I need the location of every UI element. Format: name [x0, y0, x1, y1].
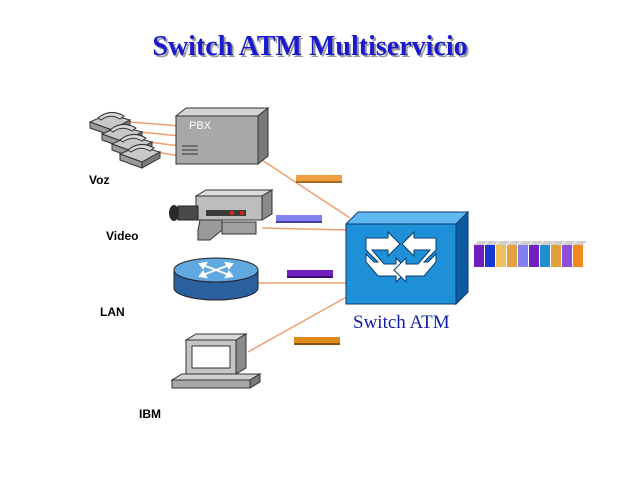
stream-cell [573, 241, 587, 267]
traffic-cells [276, 175, 342, 345]
ibm-cell [294, 337, 340, 345]
voz-label: Voz [89, 173, 110, 187]
ibm-label: IBM [139, 407, 161, 421]
link-pbx-switch [261, 159, 351, 219]
stream-cell [496, 241, 510, 267]
stream-cell [529, 241, 543, 267]
pbx-label: PBX [189, 120, 212, 132]
stream-cell [474, 241, 488, 267]
video-label: Video [106, 229, 139, 243]
link-phones-pbx [139, 131, 181, 137]
link-lines [129, 121, 351, 353]
terminal-icon [170, 333, 262, 389]
link-video-switch [261, 227, 347, 231]
link-ibm-switch [247, 294, 351, 353]
link-phones-pbx [147, 141, 181, 147]
switch-label: Switch ATM [353, 312, 450, 333]
pbx-icon [174, 106, 270, 166]
telephone-icon [88, 112, 162, 169]
video-camera-icon [169, 189, 274, 241]
router-icon [173, 257, 259, 301]
voz-cell [296, 175, 342, 183]
link-phones-pbx [129, 121, 181, 127]
stream-cell [540, 241, 554, 267]
page-title: Switch ATM Multiservicio [152, 31, 468, 62]
stream-cell [551, 241, 565, 267]
cell-stream [474, 241, 587, 267]
stream-cell [485, 241, 499, 267]
stream-cell [507, 241, 521, 267]
lan-label: LAN [100, 305, 125, 319]
video-cell [276, 215, 322, 223]
stream-cell [562, 241, 576, 267]
stream-cell [518, 241, 532, 267]
lan-cell [287, 270, 333, 278]
atm-switch-icon [344, 210, 470, 306]
